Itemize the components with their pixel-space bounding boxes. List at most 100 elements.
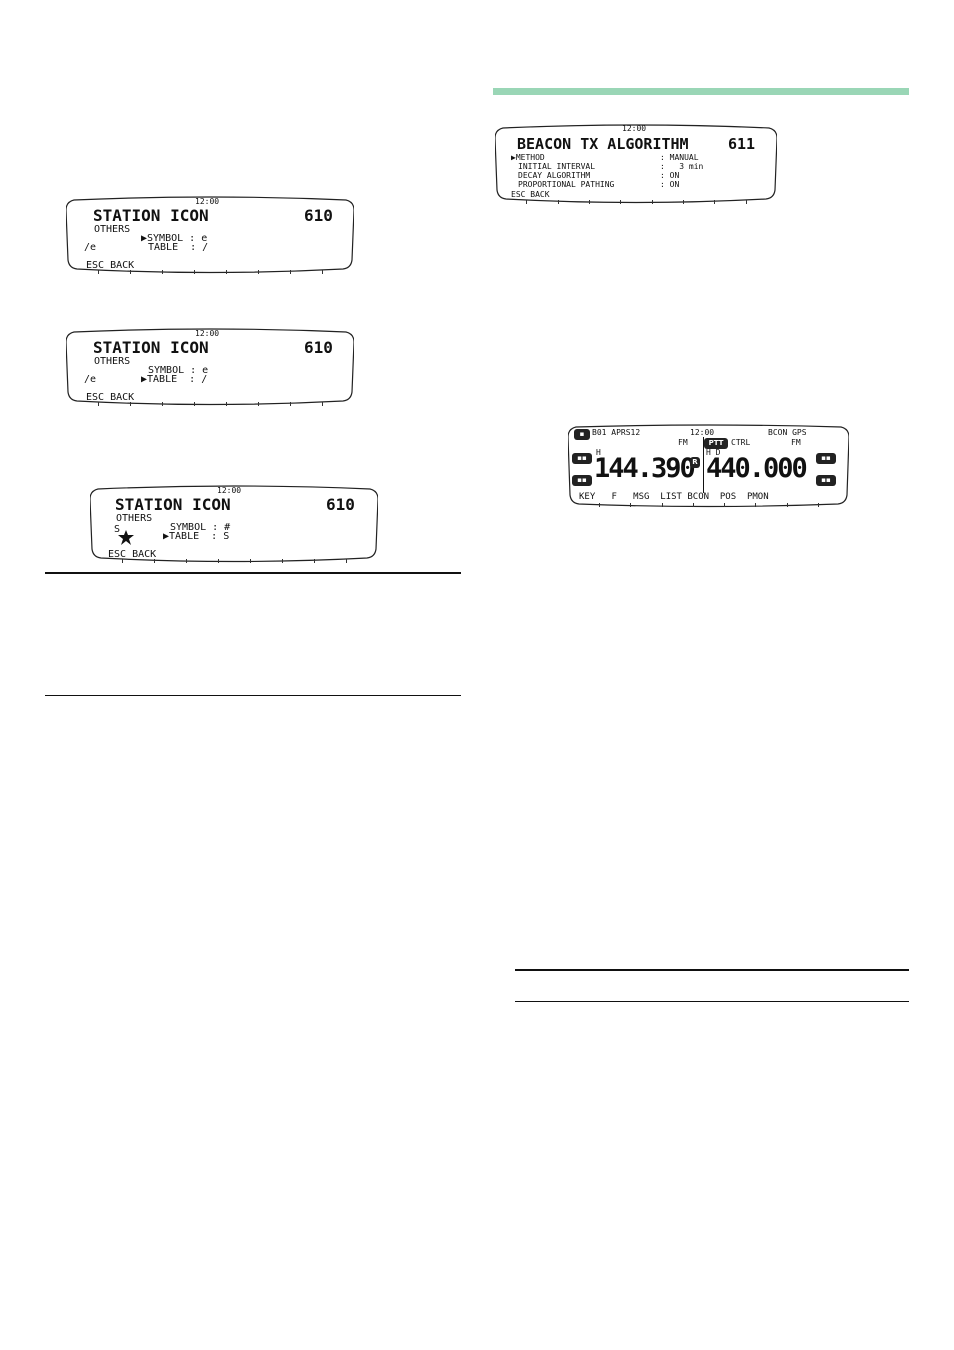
softkey-tick	[526, 200, 527, 204]
clock: 12:00	[690, 428, 715, 437]
softkey-tick	[98, 402, 99, 406]
softkey-tick	[589, 200, 590, 204]
menu-title: STATION ICON	[93, 338, 209, 357]
symbol-field: SYMBOL : e	[148, 365, 209, 376]
softkey-tick	[258, 402, 259, 406]
softkey-tick	[683, 200, 684, 204]
softkey-tick	[630, 503, 631, 507]
softkey-tick	[818, 503, 819, 507]
ctrl-label: CTRL	[731, 438, 751, 447]
softkey-tick	[290, 270, 291, 274]
category-label: OTHERS	[94, 356, 131, 367]
menu-row-label: PROPORTIONAL PATHING	[518, 180, 615, 189]
softkey-labels: ESC BACK	[511, 190, 550, 199]
right-key-badge-2: ▪▪	[816, 475, 836, 486]
category-label: OTHERS	[116, 513, 153, 524]
status-right: BCON GPS	[768, 428, 807, 437]
section-rule-top	[515, 969, 909, 971]
softkey-tick	[558, 200, 559, 204]
mode-b: FM	[791, 438, 801, 447]
table-field: ▶TABLE : /	[141, 374, 208, 385]
power-b: H D	[706, 448, 721, 457]
lcd-frame	[66, 328, 354, 406]
frequency-band-b: 440.000	[706, 453, 808, 484]
menu-number: 610	[326, 495, 355, 514]
softkey-tick	[746, 200, 747, 204]
softkey-tick	[162, 402, 163, 406]
lcd-screen-station-icon-symbol: 12:00 STATION ICON 610 OTHERS ▶SYMBOL : …	[66, 194, 354, 276]
menu-title: BEACON TX ALGORITHM	[517, 135, 689, 153]
menu-title: STATION ICON	[93, 206, 209, 225]
softkey-tick	[322, 270, 323, 274]
lcd-frame	[495, 124, 777, 204]
lcd-screen-beacon-tx-algorithm: 12:00 BEACON TX ALGORITHM 611 ▶METHOD : …	[495, 122, 777, 206]
lcd-screen-station-icon-table: 12:00 STATION ICON 610 OTHERS SYMBOL : e…	[66, 326, 354, 408]
softkey-tick	[652, 200, 653, 204]
softkey-tick	[194, 270, 195, 274]
lcd-frame	[66, 196, 354, 274]
softkey-tick	[122, 559, 123, 563]
symbol-field: ▶SYMBOL : e	[141, 233, 208, 244]
symbol-code: /e	[84, 242, 97, 253]
softkey-tick	[620, 200, 621, 204]
band-divider	[703, 437, 704, 493]
softkey-tick	[154, 559, 155, 563]
left-key-badge-2: ▪▪	[572, 475, 592, 486]
menu-title: STATION ICON	[115, 495, 231, 514]
softkey-tick	[714, 200, 715, 204]
left-key-badge-1: ▪▪	[572, 453, 592, 464]
menu-row-value: : ON	[660, 171, 680, 180]
softkey-tick	[662, 503, 663, 507]
softkey-tick	[98, 270, 99, 274]
softkey-tick	[693, 503, 694, 507]
section-rule-top	[45, 572, 461, 574]
softkey-labels: ESC BACK	[86, 392, 135, 403]
softkey-labels: KEY F MSG LIST BCON POS PMON	[579, 492, 769, 502]
power-a: H	[596, 448, 601, 457]
lcd-frame	[90, 485, 378, 563]
softkey-tick	[787, 503, 788, 507]
symbol-code: S	[114, 524, 121, 535]
lcd-screen-main-display: ▪ B01 APRS12 12:00 BCON GPS FM PTT CTRL …	[568, 423, 849, 509]
softkey-tick	[346, 559, 347, 563]
category-label: OTHERS	[94, 224, 131, 235]
lcd-frame	[568, 424, 849, 508]
softkey-tick	[218, 559, 219, 563]
softkey-tick	[130, 402, 131, 406]
ptt-badge: PTT	[704, 438, 728, 449]
softkey-tick	[599, 503, 600, 507]
softkey-tick	[194, 402, 195, 406]
clock: 12:00	[622, 124, 647, 133]
section-rule-bottom	[515, 1001, 909, 1002]
menu-row-label: DECAY ALGORITHM	[518, 171, 591, 180]
clock: 12:00	[217, 486, 242, 495]
softkey-tick	[226, 270, 227, 274]
menu-number: 611	[728, 135, 756, 153]
menu-number: 610	[304, 338, 333, 357]
softkey-tick	[322, 402, 323, 406]
menu-number: 610	[304, 206, 333, 225]
status-left: B01 APRS12	[592, 428, 641, 437]
softkey-tick	[250, 559, 251, 563]
softkey-tick	[226, 402, 227, 406]
channel-sup: R	[690, 457, 700, 468]
clock: 12:00	[195, 197, 220, 206]
softkey-tick	[258, 270, 259, 274]
softkey-tick	[314, 559, 315, 563]
softkey-labels: ESC BACK	[108, 549, 157, 560]
softkey-labels: ESC BACK	[86, 260, 135, 271]
symbol-field: SYMBOL : #	[170, 522, 231, 533]
menu-row-value: : MANUAL	[660, 153, 699, 162]
softkey-tick	[724, 503, 725, 507]
section-header-bar	[493, 88, 909, 95]
ch-badge: ▪	[574, 429, 590, 440]
right-key-badge-1: ▪▪	[816, 453, 836, 464]
softkey-tick	[186, 559, 187, 563]
section-rule-bottom	[45, 695, 461, 696]
clock: 12:00	[195, 329, 220, 338]
lcd-screen-station-icon-custom: 12:00 STATION ICON 610 OTHERS SYMBOL : #…	[90, 483, 378, 565]
softkey-tick	[162, 270, 163, 274]
table-field: TABLE : /	[148, 242, 209, 253]
menu-row-value: : ON	[660, 180, 680, 189]
menu-row-label: ▶METHOD	[511, 153, 545, 162]
